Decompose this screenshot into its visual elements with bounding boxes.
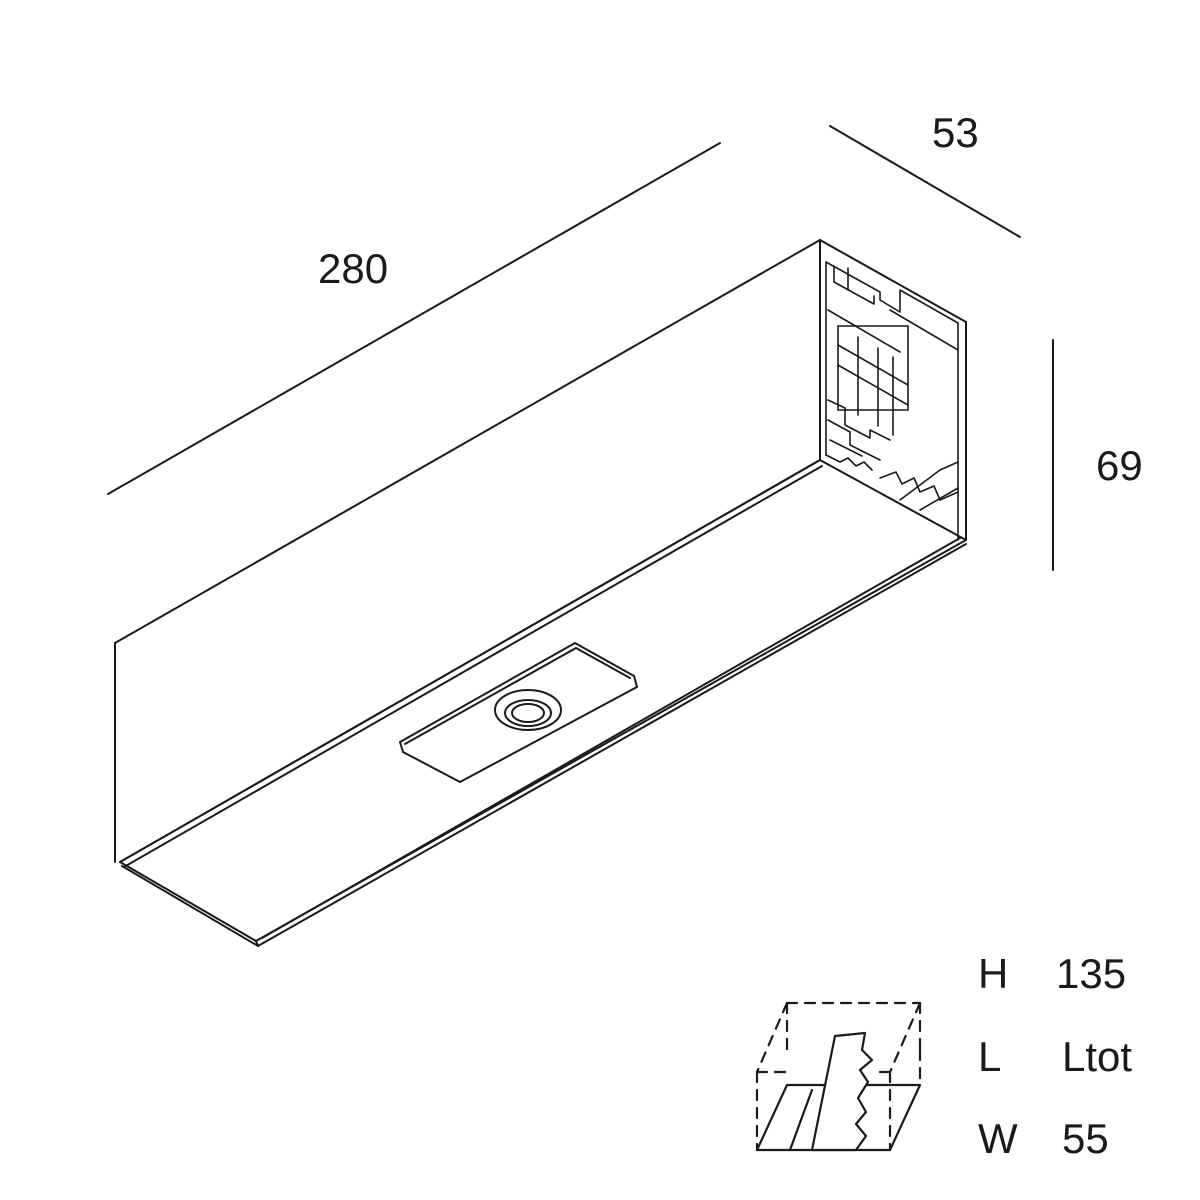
spec-key-width: W <box>978 1115 1018 1162</box>
height-label: 69 <box>1096 442 1143 489</box>
spec-value-height: 135 <box>1056 950 1126 997</box>
access-plate <box>399 642 638 783</box>
spec-value-length: Ltot <box>1062 1033 1132 1080</box>
profile-body <box>114 239 967 947</box>
spec-key-length: L <box>978 1033 1001 1080</box>
length-label: 280 <box>318 245 388 292</box>
depth-dimension-line <box>829 125 1021 238</box>
length-dimension-line <box>107 142 721 495</box>
end-cap-detail <box>825 261 959 541</box>
installation-icon <box>755 1001 922 1152</box>
spec-value-width: 55 <box>1062 1115 1109 1162</box>
spec-table: H 135 L Ltot W 55 <box>978 950 1132 1162</box>
spec-key-height: H <box>978 950 1008 997</box>
depth-label: 53 <box>932 109 979 156</box>
